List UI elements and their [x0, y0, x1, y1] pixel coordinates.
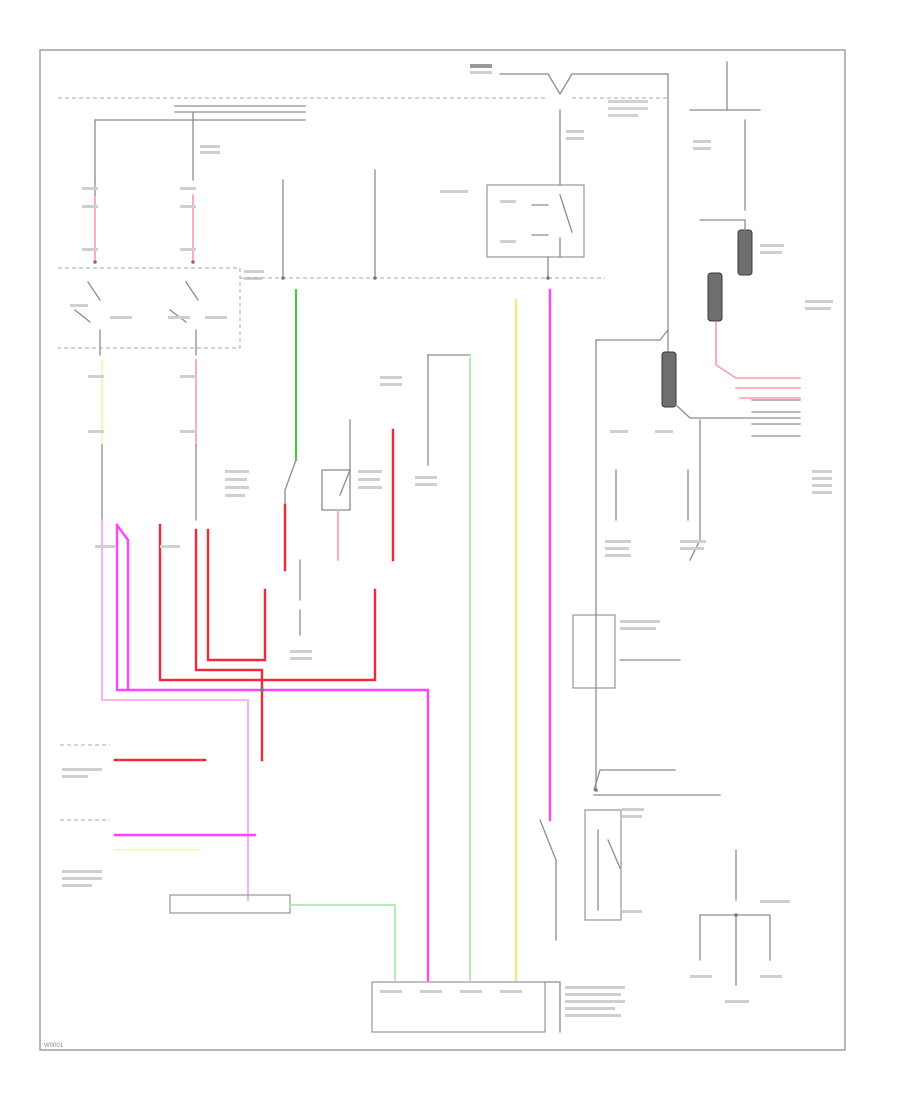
top-right-generator: [689, 61, 833, 494]
left-fuse-column-1: [82, 119, 98, 263]
splice-dots: [93, 260, 738, 917]
control-module: [371, 981, 625, 1033]
left-red-circuit: [158, 329, 377, 762]
bus-drops: [282, 169, 376, 279]
left-fuse-column-2: [180, 111, 220, 263]
upper-relay-box: [440, 109, 585, 279]
diagram-frame: [39, 49, 846, 1051]
middle-switches: [225, 289, 471, 981]
top-power-feed: [58, 64, 677, 381]
right-lower-ground: [690, 849, 790, 1003]
figure-reference: W0001: [44, 1043, 64, 1049]
ignition-switch-block: [58, 267, 264, 349]
right-battery-circuit: [572, 329, 801, 791]
starter-relay: [539, 769, 721, 941]
left-yellow-pink-circuit: [88, 329, 430, 982]
left-lower-connectors: [60, 744, 396, 981]
fuse-block-bus: [240, 277, 605, 279]
